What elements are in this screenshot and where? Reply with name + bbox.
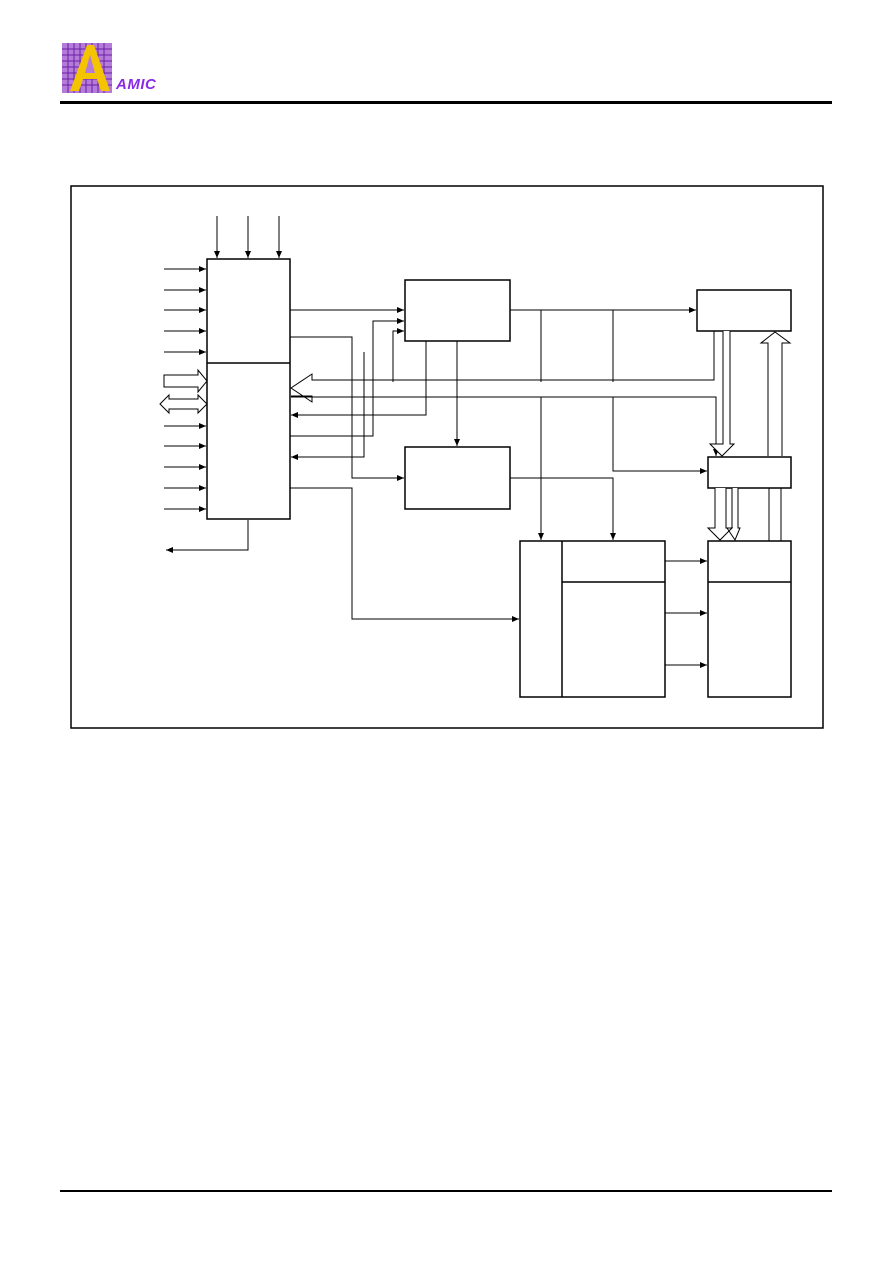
control-logic-block [206, 258, 291, 520]
hollow-down-arrow-2 [706, 488, 741, 542]
amic-a-logo-icon [62, 43, 112, 93]
output-buffer-block [707, 540, 792, 698]
header-logo: AMIC [62, 43, 172, 98]
upper-middle-block [404, 279, 511, 342]
logo-text: AMIC [116, 76, 157, 93]
memory-array-block [519, 540, 666, 698]
bus-arrow-head [291, 331, 714, 403]
hollow-down-arrow-1 [708, 331, 736, 457]
right-middle-block [707, 456, 792, 489]
bidirectional-data-bus-arrow [159, 393, 208, 415]
right-top-block [696, 289, 792, 332]
input-bus-arrow [163, 368, 208, 394]
left-inputs-lower [164, 423, 206, 512]
hollow-up-arrow [759, 331, 792, 456]
top-inputs [214, 216, 282, 258]
footer-rule [60, 1190, 832, 1192]
left-inputs-upper [164, 266, 206, 355]
lower-middle-block [404, 446, 511, 510]
signal-lines [290, 307, 782, 668]
header-rule [60, 101, 832, 104]
diagram-frame [70, 185, 824, 729]
address-bus-arrow [290, 331, 715, 403]
bottom-output-arrow [166, 520, 249, 553]
